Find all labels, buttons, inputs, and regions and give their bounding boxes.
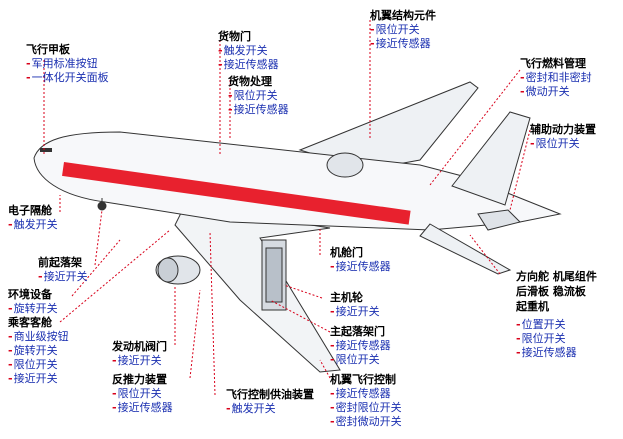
group-title: 机翼结构元件 — [370, 9, 436, 22]
group-item: 触发开关 — [231, 402, 276, 415]
group-item: 接近传感器 — [521, 346, 577, 359]
group-item: 密封限位开关 — [335, 401, 402, 414]
group-main-gear-door: 主起落架门 -接近传感器 -限位开关 — [330, 325, 391, 366]
group-item: 商业级按钮 — [13, 330, 69, 343]
group-title: 起重机 — [516, 300, 549, 313]
group-title: 机舱门 — [330, 246, 363, 259]
horizontal-stabilizer — [419, 223, 512, 275]
group-cargo-handling: 货物处理 -限位开关 -接近传感器 — [228, 75, 289, 116]
group-engine-valve: 发动机阀门 -接近开关 — [112, 340, 167, 367]
group-title: 后滑板 稳流板 — [516, 285, 586, 298]
group-title: 主机轮 — [330, 291, 363, 304]
group-flight-control-hydraulics: 飞行控制供油装置 -触发开关 — [226, 388, 314, 415]
group-title: 飞行控制供油装置 — [226, 388, 314, 401]
group-item: 接近传感器 — [335, 387, 391, 400]
group-item: 一体化开关面板 — [31, 71, 109, 84]
group-item: 微动开关 — [525, 85, 570, 98]
group-title: 反推力装置 — [112, 373, 167, 386]
group-title: 主起落架门 — [330, 325, 385, 338]
group-item: 密封和非密封 — [525, 71, 592, 84]
group-title: 飞行燃料管理 — [520, 57, 586, 70]
vertical-tail — [451, 111, 531, 206]
group-item: 旋转开关 — [13, 302, 58, 315]
group-rudder-tail: 方向舵 机尾组件 — [516, 270, 597, 284]
group-item: 限位开关 — [375, 23, 420, 36]
group-item: 限位开关 — [335, 353, 380, 366]
group-nose-gear: 前起落架 -接近开关 — [38, 256, 88, 283]
group-title: 前起落架 — [38, 256, 82, 269]
group-title: 货物处理 — [228, 75, 272, 88]
group-title: 机翼飞行控制 — [330, 373, 396, 386]
group-item: 旋转开关 — [13, 344, 58, 357]
group-item: 接近传感器 — [375, 37, 431, 50]
group-item: 限位开关 — [521, 332, 566, 345]
group-item: 密封微动开关 — [335, 415, 402, 428]
group-item: 限位开关 — [535, 137, 580, 150]
group-title: 电子隔舱 — [8, 204, 52, 217]
group-title: 货物门 — [218, 30, 251, 43]
group-title: 环境设备 — [8, 288, 52, 301]
group-item: 接近传感器 — [335, 260, 391, 273]
group-title: 发动机阀门 — [112, 340, 167, 353]
tail-cone — [477, 209, 521, 231]
group-item: 接近开关 — [335, 305, 380, 318]
group-item: 接近开关 — [117, 354, 162, 367]
group-item: 接近开关 — [13, 372, 58, 385]
nose-gear-wheel — [97, 201, 107, 211]
group-slats-spoilers: 后滑板 稳流板 — [516, 285, 586, 299]
group-item: 触发开关 — [13, 218, 58, 231]
group-item: 限位开关 — [233, 89, 278, 102]
group-item: 触发开关 — [223, 44, 268, 57]
group-passenger-cabin: 乘客客舱 -商业级按钮 -旋转开关 -限位开关 -接近开关 — [8, 316, 69, 385]
lower-wing — [174, 204, 341, 373]
group-item: 限位开关 — [13, 358, 58, 371]
cabin-stripe — [62, 162, 411, 225]
group-cabin-door: 机舱门 -接近传感器 — [330, 246, 391, 273]
group-electronics-bay: 电子隔舱 -触发开关 — [8, 204, 58, 231]
group-flight-deck: 飞行甲板 -军用标准按钮 -一体化开关面板 — [26, 43, 109, 84]
group-item: 接近传感器 — [233, 103, 289, 116]
group-item: 接近开关 — [43, 270, 88, 283]
group-item: 军用标准按钮 — [31, 57, 98, 70]
group-lift: 起重机 -位置开关 -限位开关 -接近传感器 — [516, 300, 577, 359]
group-item: 位置开关 — [521, 318, 566, 331]
group-wing-structure: 机翼结构元件 -限位开关 -接近传感器 — [370, 9, 436, 50]
group-environment: 环境设备 -旋转开关 — [8, 288, 58, 315]
group-main-wheel: 主机轮 -接近开关 — [330, 291, 380, 318]
group-title: 方向舵 机尾组件 — [516, 270, 597, 283]
group-thrust-reverser: 反推力装置 -限位开关 -接近传感器 — [112, 373, 173, 414]
group-fuel-management: 飞行燃料管理 -密封和非密封 -微动开关 — [520, 57, 592, 98]
group-item: 限位开关 — [117, 387, 162, 400]
engine-right — [326, 152, 364, 178]
group-title: 辅助动力装置 — [530, 123, 596, 136]
group-item: 接近传感器 — [223, 58, 279, 71]
group-apu: 辅助动力装置 -限位开关 — [530, 123, 596, 150]
group-title: 乘客客舱 — [8, 316, 52, 329]
group-item: 接近传感器 — [335, 339, 391, 352]
group-wing-flight-control: 机翼飞行控制 -接近传感器 -密封限位开关 -密封微动开关 — [330, 373, 402, 428]
group-item: 接近传感器 — [117, 401, 173, 414]
group-cargo-door: 货物门 -触发开关 -接近传感器 — [218, 30, 279, 71]
fuselage — [33, 131, 562, 231]
group-title: 飞行甲板 — [26, 43, 70, 56]
